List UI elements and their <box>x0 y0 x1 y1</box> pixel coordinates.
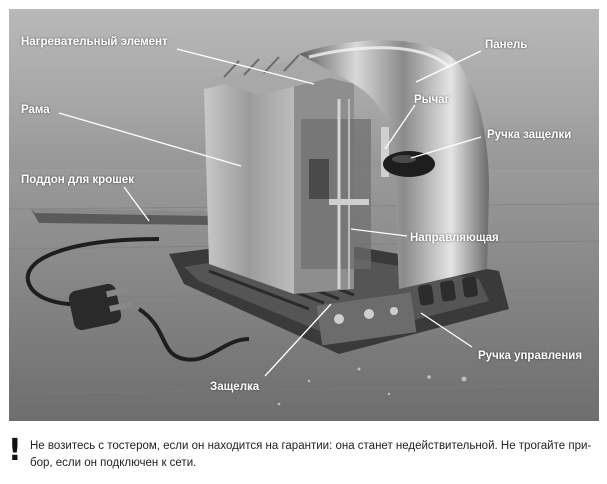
label-control-knob: Ручка управления <box>478 350 583 362</box>
toaster-illustration <box>9 9 599 421</box>
warning-icon: ! <box>8 433 22 468</box>
label-guide: Направляющая <box>410 232 499 244</box>
plug-icon <box>68 283 132 331</box>
label-frame: Рама <box>21 104 50 116</box>
label-panel: Панель <box>485 39 528 51</box>
latch-handle-knob <box>383 151 435 177</box>
toaster-photo <box>9 9 599 421</box>
chrome-panel <box>299 40 489 289</box>
leader-lines <box>58 48 482 377</box>
warning-caption: Не возитесь с тостером, если он находитс… <box>30 440 592 469</box>
label-latch-handle: Ручка защелки <box>487 129 572 141</box>
label-latch: Защелка <box>210 381 260 393</box>
label-lever: Рычаг <box>414 94 450 106</box>
label-heating-element: Нагревательный элемент <box>21 36 168 48</box>
toaster-frame <box>204 54 371 294</box>
lever-rod <box>381 127 389 177</box>
label-crumb-tray: Поддон для крошек <box>21 174 134 186</box>
